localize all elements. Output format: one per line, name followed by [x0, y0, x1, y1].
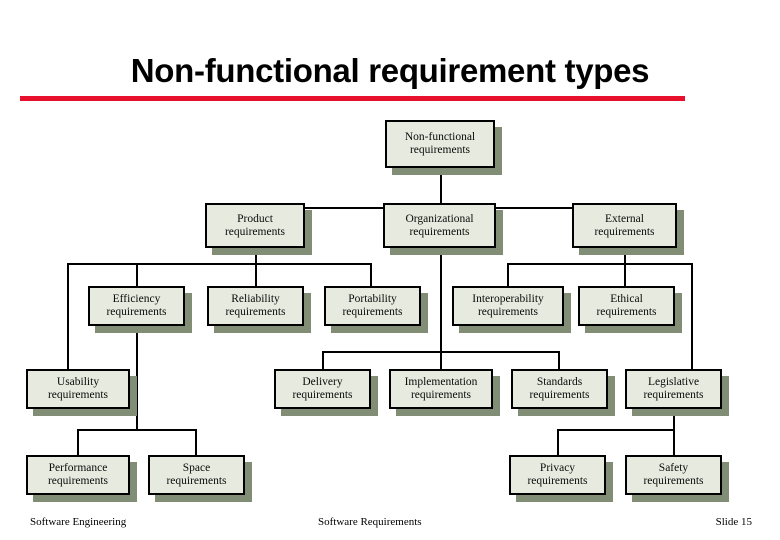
node-label-line1: Legislative [647, 376, 700, 389]
node-label-line2: requirements [292, 389, 353, 401]
node-label-line2: requirements [225, 306, 286, 318]
node-label-line2: requirements [342, 306, 403, 318]
node-label-line2: requirements [409, 225, 470, 238]
connector-to-reliability [255, 263, 257, 286]
node-non-functional-requirements[interactable]: Non-functional requirements [385, 120, 495, 168]
node-label-line1: Space [182, 462, 211, 475]
connector-external-stem [624, 248, 626, 264]
connector-legislative-bus [557, 429, 675, 431]
node-label-line2: requirements [596, 306, 657, 318]
node-label-line1: Portability [348, 293, 397, 306]
node-organizational-requirements[interactable]: Organizational requirements [383, 203, 496, 248]
node-label-line2: requirements [166, 475, 227, 487]
connector-to-implementation [440, 351, 442, 369]
node-label-line1: Usability [56, 376, 100, 389]
connector-to-interoperability [507, 263, 509, 286]
connector-to-legislative [691, 263, 693, 369]
connector-organizational-stem [440, 248, 442, 352]
node-label-line1: Product [237, 212, 273, 225]
node-label-line2: requirements [410, 389, 472, 401]
node-usability-requirements[interactable]: Usability requirements [26, 369, 130, 409]
connector-product-stem [255, 248, 257, 264]
node-label-line1: Organizational [405, 212, 474, 225]
node-interoperability-requirements[interactable]: Interoperability requirements [452, 286, 564, 326]
node-label-line1: Implementation [404, 376, 478, 389]
connector-legislative-stem [673, 409, 675, 455]
node-delivery-requirements[interactable]: Delivery requirements [274, 369, 371, 409]
node-label-line1: Delivery [302, 376, 343, 389]
connector-efficiency-stem [136, 326, 138, 430]
connector-to-usability [67, 263, 69, 369]
node-implementation-requirements[interactable]: Implementation requirements [389, 369, 493, 409]
node-product-requirements[interactable]: Product requirements [205, 203, 305, 248]
connector-external-bus [507, 263, 693, 265]
node-label-line2: requirements [477, 306, 539, 318]
connector-to-portability [370, 263, 372, 286]
node-space-requirements[interactable]: Space requirements [148, 455, 245, 495]
connector-product-bus [67, 263, 371, 265]
node-ethical-requirements[interactable]: Ethical requirements [578, 286, 675, 326]
connector-to-performance [77, 429, 79, 455]
node-performance-requirements[interactable]: Performance requirements [26, 455, 130, 495]
title-underline-rule [20, 96, 685, 101]
node-external-requirements[interactable]: External requirements [572, 203, 677, 248]
node-label-line2: requirements [409, 144, 471, 156]
connector-efficiency-bus [77, 429, 197, 431]
footer-course-name: Software Engineering [30, 516, 127, 528]
node-label-line1: Safety [658, 462, 689, 475]
node-label-line2: requirements [527, 475, 588, 487]
requirement-types-tree-diagram: Non-functional requirements Product requ… [26, 120, 722, 495]
connector-to-space [195, 429, 197, 455]
node-label-line2: requirements [224, 225, 286, 238]
connector-to-standards [558, 351, 560, 369]
node-label-line1: Reliability [231, 293, 280, 306]
node-label-line2: requirements [643, 475, 704, 487]
connector-root-stem [440, 168, 442, 208]
node-efficiency-requirements[interactable]: Efficiency requirements [88, 286, 185, 326]
footer-topic-name: Software Requirements [318, 516, 422, 528]
node-label-line2: requirements [47, 389, 109, 401]
node-label-line2: requirements [106, 306, 167, 318]
node-portability-requirements[interactable]: Portability requirements [324, 286, 421, 326]
page-title: Non-functional requirement types [130, 52, 650, 89]
node-label-line1: Privacy [539, 462, 576, 475]
node-label-line1: External [605, 212, 644, 225]
node-reliability-requirements[interactable]: Reliability requirements [207, 286, 304, 326]
slide-footer: Software Engineering Software Requiremen… [0, 516, 780, 536]
node-label-line2: requirements [643, 389, 704, 401]
node-legislative-requirements[interactable]: Legislative requirements [625, 369, 722, 409]
node-safety-requirements[interactable]: Safety requirements [625, 455, 722, 495]
node-label-line1: Performance [48, 462, 108, 475]
node-label-line1: Ethical [610, 293, 643, 306]
connector-to-efficiency [136, 263, 138, 286]
node-label-line1: Interoperability [472, 293, 544, 306]
node-standards-requirements[interactable]: Standards requirements [511, 369, 608, 409]
connector-to-privacy [557, 429, 559, 455]
node-label-line1: Standards [536, 376, 583, 389]
connector-to-delivery [322, 351, 324, 369]
node-label-line2: requirements [594, 225, 655, 238]
connector-to-ethical-stub [624, 263, 626, 286]
node-label-line1: Non-functional [404, 131, 476, 144]
footer-slide-number: Slide 15 [715, 516, 752, 528]
node-label-line1: Efficiency [112, 293, 161, 306]
node-label-line2: requirements [47, 475, 109, 487]
node-label-line2: requirements [529, 389, 590, 401]
node-privacy-requirements[interactable]: Privacy requirements [509, 455, 606, 495]
